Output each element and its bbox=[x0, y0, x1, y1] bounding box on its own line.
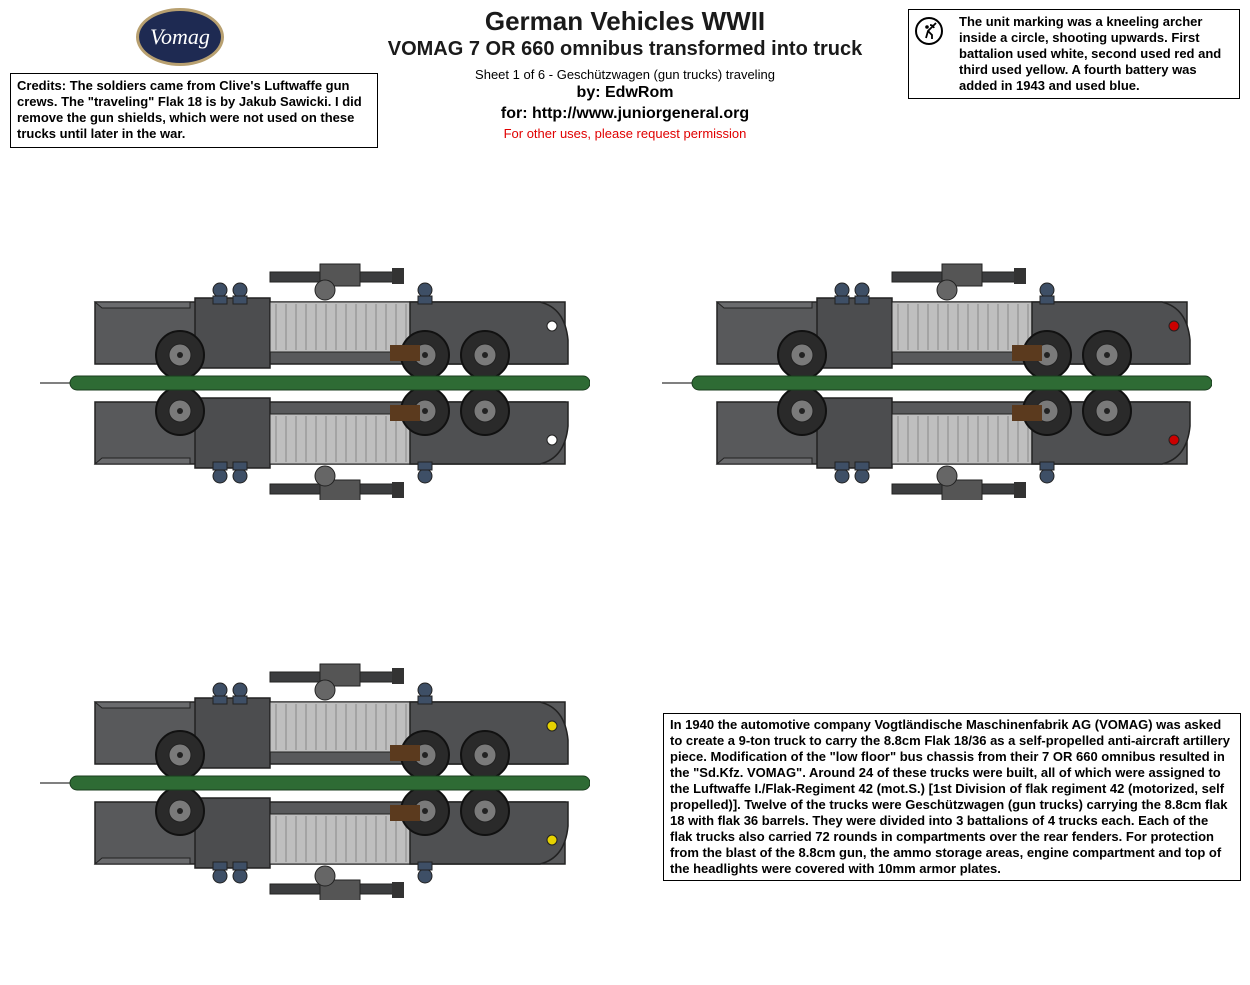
marking-note-box: The unit marking was a kneeling archer i… bbox=[908, 9, 1240, 99]
sheet-info: Sheet 1 of 6 - Geschützwagen (gun trucks… bbox=[475, 67, 775, 82]
permission-note: For other uses, please request permissio… bbox=[503, 126, 747, 141]
gun-truck-figure-2 bbox=[662, 250, 1213, 505]
truck-mirrored-view bbox=[715, 386, 1191, 503]
gun-truck-figure-1 bbox=[40, 250, 591, 505]
truck-drawing bbox=[40, 663, 591, 903]
archer-marking-icon bbox=[915, 17, 943, 45]
truck-drawing bbox=[40, 263, 591, 503]
truck-mirrored-view bbox=[93, 786, 569, 903]
truck-mirrored-view bbox=[93, 386, 569, 503]
logo-text: Vomag bbox=[150, 24, 210, 49]
page-subtitle: VOMAG 7 OR 660 omnibus transformed into … bbox=[387, 38, 863, 60]
gun-truck-figure-3 bbox=[40, 650, 591, 905]
page-title: German Vehicles WWII bbox=[484, 6, 766, 36]
truck-top-view bbox=[93, 663, 569, 780]
green-base-strip bbox=[69, 775, 591, 791]
author: by: EdwRom bbox=[576, 84, 674, 101]
green-base-strip bbox=[691, 375, 1213, 391]
vomag-logo: Vomag bbox=[136, 8, 224, 66]
truck-top-view bbox=[715, 263, 1191, 380]
truck-top-view bbox=[93, 263, 569, 380]
history-box: In 1940 the automotive company Vogtländi… bbox=[663, 713, 1241, 881]
truck-drawing bbox=[662, 263, 1213, 503]
green-base-strip bbox=[69, 375, 591, 391]
credits-box: Credits: The soldiers came from Clive's … bbox=[10, 73, 378, 148]
site-link[interactable]: for: http://www.juniorgeneral.org bbox=[500, 105, 750, 122]
